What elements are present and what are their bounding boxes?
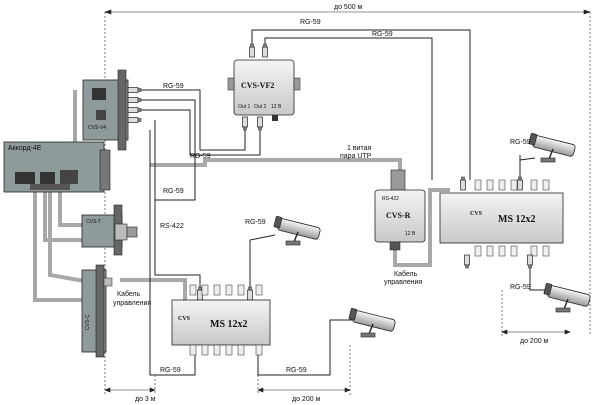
label-control-left-1: Кабель	[117, 290, 141, 298]
label-rs422: RS-422	[160, 223, 184, 230]
camera-feeds	[249, 157, 536, 262]
vf2-port-12v: 12 В	[271, 104, 282, 110]
main-board-label: Аккорд-4Е	[8, 145, 42, 152]
label-rg59-9: RG-59	[510, 139, 531, 146]
camera-icon	[347, 307, 397, 338]
cvs-t-board: CVS-T	[81, 204, 138, 256]
label-control-left-2: управления	[113, 300, 151, 307]
camera-icon	[527, 132, 577, 163]
cvs-vf2-label: CVS-VF2	[241, 81, 274, 90]
label-rg59-1: RG-59	[163, 83, 184, 90]
label-rg59-6: RG-59	[245, 219, 266, 226]
label-rg59-5: RG-59	[163, 188, 184, 195]
dimension-bottom-mid-label: до 200 м	[292, 396, 321, 403]
camera-icon	[272, 215, 322, 246]
dimension-bottom-left-label: до 3 м	[135, 396, 156, 403]
cvs-v4-label: CVS-V4	[88, 125, 106, 131]
cvs-v4-board: CVS-V4	[82, 69, 142, 151]
camera-icon	[542, 282, 592, 313]
ms-right-brand: CVS	[470, 211, 483, 217]
vf2-port-out1: Out 1	[238, 104, 250, 110]
control-cables	[33, 90, 450, 302]
label-rg59-7: RG-59	[160, 367, 181, 374]
rg59-cables	[140, 29, 548, 376]
cvs-r-small-label: RS-422	[382, 196, 399, 202]
cvs-r-label: CVS-R	[386, 211, 411, 220]
main-board: Аккорд-4Е	[3, 141, 111, 193]
label-utp-line1: 1 витая	[347, 145, 371, 152]
cvs-r-converter: RS-422 CVS-R 12 В	[374, 169, 426, 251]
label-control-right-2: управления	[384, 279, 422, 286]
cvs-c-board: CVS-C	[81, 264, 113, 358]
label-control-right-1: Кабель	[394, 270, 418, 278]
dimension-top-label: до 500 м	[334, 4, 363, 11]
cvs-r-12v-label: 12 В	[405, 231, 416, 237]
ms-left-brand: CVS	[178, 316, 191, 322]
label-rg59-3: RG-59	[372, 31, 393, 38]
dimension-right-label: до 200 м	[520, 338, 549, 345]
label-rg59-8: RG-59	[286, 367, 307, 374]
label-rg59-2: RG-59	[300, 19, 321, 26]
ms-left-box: CVS MS 12x2	[171, 284, 271, 356]
ms-right-label: MS 12x2	[498, 214, 536, 225]
label-rg59-10: RG-59	[510, 284, 531, 291]
cvs-vf2-splitter: CVS-VF2 Out 1 Out 2 12 В	[227, 43, 301, 131]
vf2-port-out2: Out 2	[254, 104, 266, 110]
label-rg59-4: RG-59	[190, 153, 211, 160]
ms-left-label: MS 12x2	[210, 319, 248, 330]
ms-right-box: CVS MS 12x2	[439, 176, 564, 269]
label-utp-line2: пара UTP	[340, 153, 372, 160]
dimension-lines	[104, 9, 591, 395]
cvs-t-label: CVS-T	[86, 219, 101, 225]
cvs-c-label: CVS-C	[85, 314, 91, 330]
